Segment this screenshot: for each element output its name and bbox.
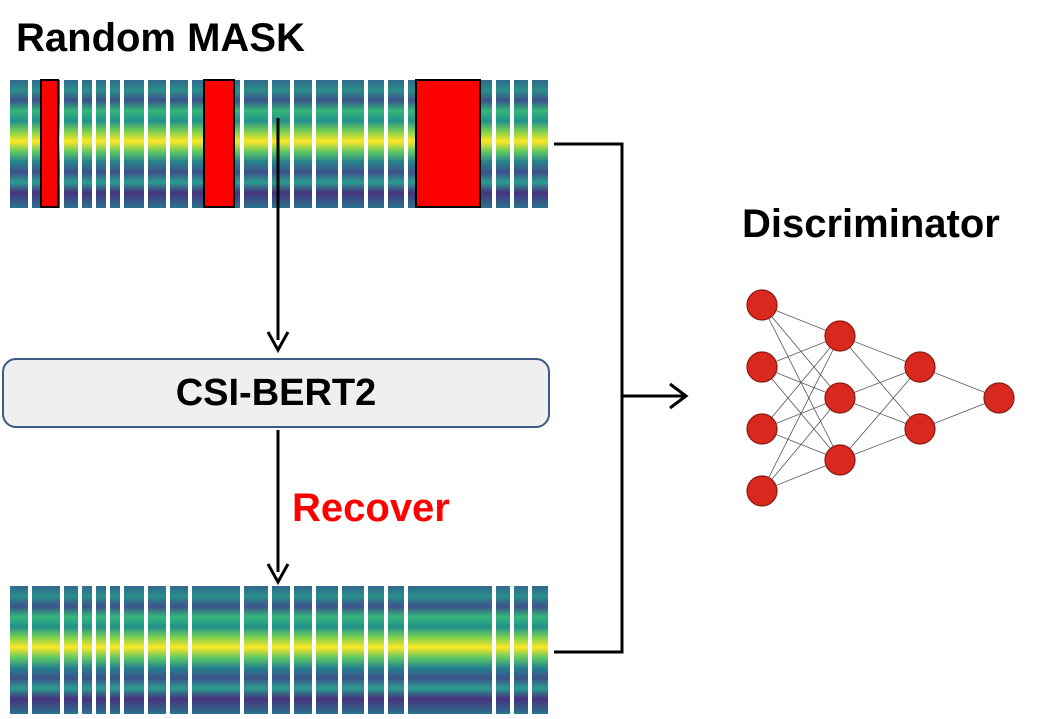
- strip-gap: [120, 80, 124, 208]
- strip-gap: [166, 80, 170, 208]
- network-edge: [761, 335, 841, 492]
- arrow-to-model: [266, 118, 290, 354]
- random-mask-title: Random MASK: [16, 16, 305, 60]
- mask-block: [40, 79, 59, 208]
- strip-gap: [188, 80, 192, 208]
- csi-bert2-box: CSI-BERT2: [2, 358, 550, 428]
- strip-gap: [364, 80, 368, 208]
- strip-gap: [60, 586, 64, 714]
- strip-gap: [528, 586, 532, 714]
- strip-gap: [290, 586, 294, 714]
- strip-gap: [60, 80, 64, 208]
- network-node: [824, 320, 856, 352]
- strip-gap: [166, 586, 170, 714]
- discriminator-title: Discriminator: [742, 202, 1000, 246]
- network-nodes: [746, 289, 1015, 507]
- strip-gap: [78, 80, 82, 208]
- strip-gap: [28, 80, 32, 208]
- network-node: [746, 351, 778, 383]
- strip-gap: [144, 586, 148, 714]
- strip-gap: [384, 80, 388, 208]
- strip-gap: [106, 586, 110, 714]
- strip-gap: [404, 80, 408, 208]
- strip-gap: [188, 586, 192, 714]
- strip-gap: [290, 80, 294, 208]
- strip-gap: [364, 586, 368, 714]
- network-node: [746, 289, 778, 321]
- strip-gap: [404, 586, 408, 714]
- strip-gap: [106, 80, 110, 208]
- strip-gap: [528, 80, 532, 208]
- bracket-connector: [554, 142, 689, 654]
- recover-label: Recover: [292, 486, 450, 530]
- strip-gap: [312, 80, 316, 208]
- strip-gap: [240, 80, 244, 208]
- strip-gap: [92, 80, 96, 208]
- strip-gap: [268, 80, 272, 208]
- strip-gap: [492, 586, 496, 714]
- strip-gap: [28, 586, 32, 714]
- network-edge: [839, 366, 921, 461]
- strip-gap: [338, 586, 342, 714]
- arrow-to-recovered: [266, 430, 290, 586]
- mask-block: [415, 79, 481, 208]
- network-edges: [761, 304, 1000, 492]
- strip-gap: [492, 80, 496, 208]
- network-node: [824, 382, 856, 414]
- network-edge: [761, 397, 841, 492]
- network-node: [904, 351, 936, 383]
- strip-gap: [510, 80, 514, 208]
- strip-gap: [120, 586, 124, 714]
- strip-gap: [384, 586, 388, 714]
- network-node: [904, 413, 936, 445]
- network-node: [824, 444, 856, 476]
- mask-blocks: [40, 79, 481, 208]
- mask-block: [203, 79, 235, 208]
- csi-bert2-label: CSI-BERT2: [175, 371, 377, 414]
- strip-gap: [78, 586, 82, 714]
- strip-gap: [240, 586, 244, 714]
- network-node: [746, 413, 778, 445]
- strip-gap: [510, 586, 514, 714]
- strip-gap: [144, 80, 148, 208]
- strip-gap: [92, 586, 96, 714]
- network-node: [746, 475, 778, 507]
- strip-gap: [268, 586, 272, 714]
- network-edge: [761, 335, 841, 430]
- recovered-csi-strip: [10, 586, 548, 714]
- network-node: [983, 382, 1015, 414]
- strip-gap: [338, 80, 342, 208]
- strip-gap: [312, 586, 316, 714]
